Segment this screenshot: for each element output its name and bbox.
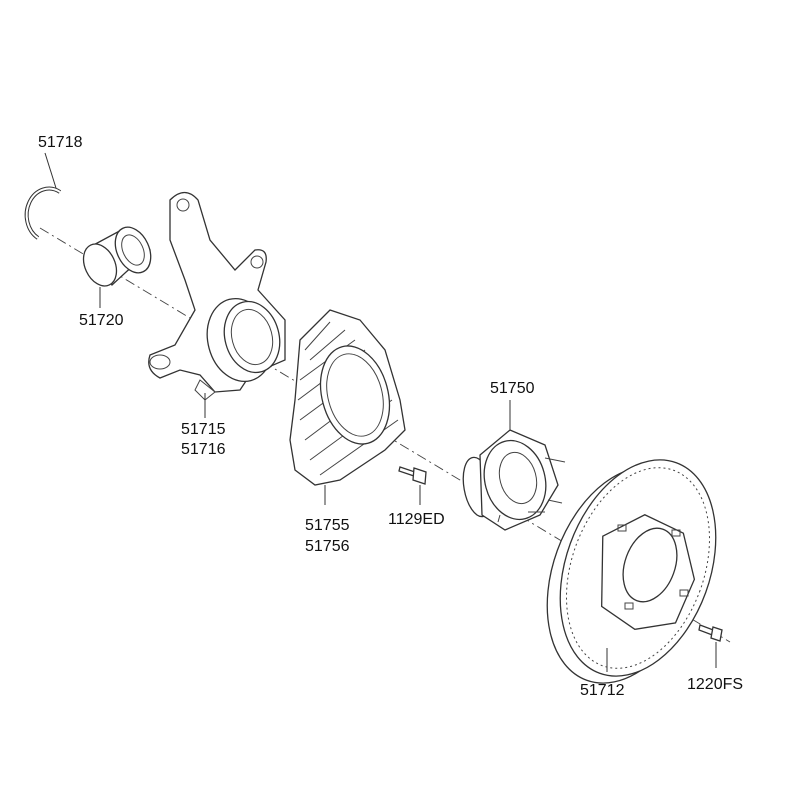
label-brake-disc: 51712 [580, 682, 625, 699]
label-knuckle-1: 51715 [181, 421, 226, 438]
label-disc-screw: 1220FS [687, 676, 744, 693]
label-wheel-bearing: 51720 [79, 312, 124, 329]
shield-bolt-part [398, 466, 427, 505]
label-wheel-hub: 51750 [490, 380, 535, 397]
snap-ring-part [24, 152, 62, 240]
label-knuckle-2: 51716 [181, 441, 226, 458]
dust-cover-part [289, 309, 406, 505]
label-dust-cover-1: 51755 [305, 517, 350, 534]
label-snap-ring: 51718 [38, 134, 83, 151]
wheel-hub-part [462, 400, 566, 531]
label-dust-cover-2: 51756 [305, 538, 350, 555]
label-shield-bolt: 1129ED [388, 511, 445, 528]
wheel-bearing-part [82, 226, 152, 308]
steering-knuckle-part [148, 191, 286, 418]
brake-disc-part [546, 459, 717, 684]
disc-screw-part [698, 624, 723, 668]
